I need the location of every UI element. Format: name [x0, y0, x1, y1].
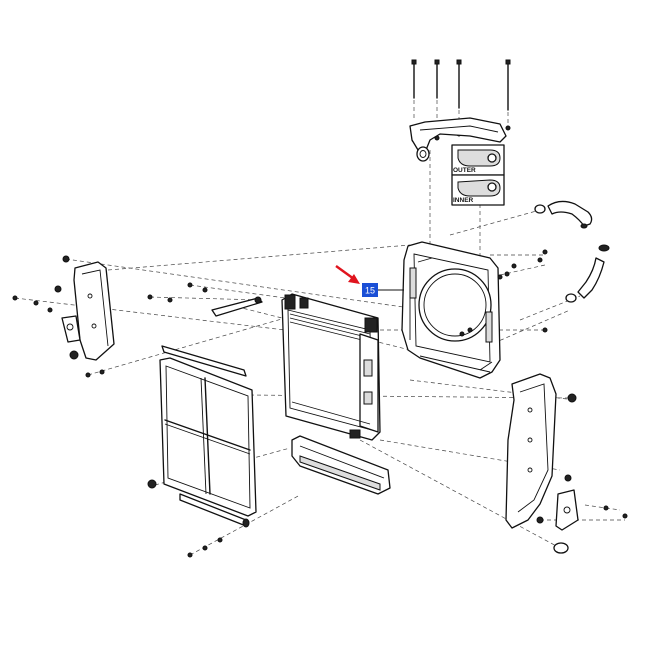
red-arrow-icon	[335, 265, 360, 284]
screen-frame	[159, 357, 257, 517]
radiator-fins	[289, 313, 371, 343]
callout-number: 15	[365, 286, 375, 296]
lower-deflector	[291, 435, 391, 495]
left-bolts	[12, 282, 208, 378]
callout-15[interactable]: 15	[335, 265, 404, 297]
inner-label: INNER	[453, 197, 474, 204]
orientation-inset: OUTER INNER	[451, 144, 505, 206]
callout-badge	[362, 283, 378, 297]
outer-label: OUTER	[453, 167, 476, 174]
upper-rod	[211, 296, 263, 317]
top-bolts	[411, 59, 511, 143]
screen-bottom-rod	[147, 479, 250, 558]
right-side-bracket	[505, 373, 628, 554]
coolant-hoses	[534, 200, 610, 303]
shroud-bolts	[459, 249, 548, 337]
top-support-bracket	[409, 117, 507, 162]
screen-top-rail	[161, 345, 247, 377]
fan-shroud	[401, 241, 501, 379]
left-side-bracket	[54, 255, 115, 361]
radiator-core	[281, 293, 381, 441]
